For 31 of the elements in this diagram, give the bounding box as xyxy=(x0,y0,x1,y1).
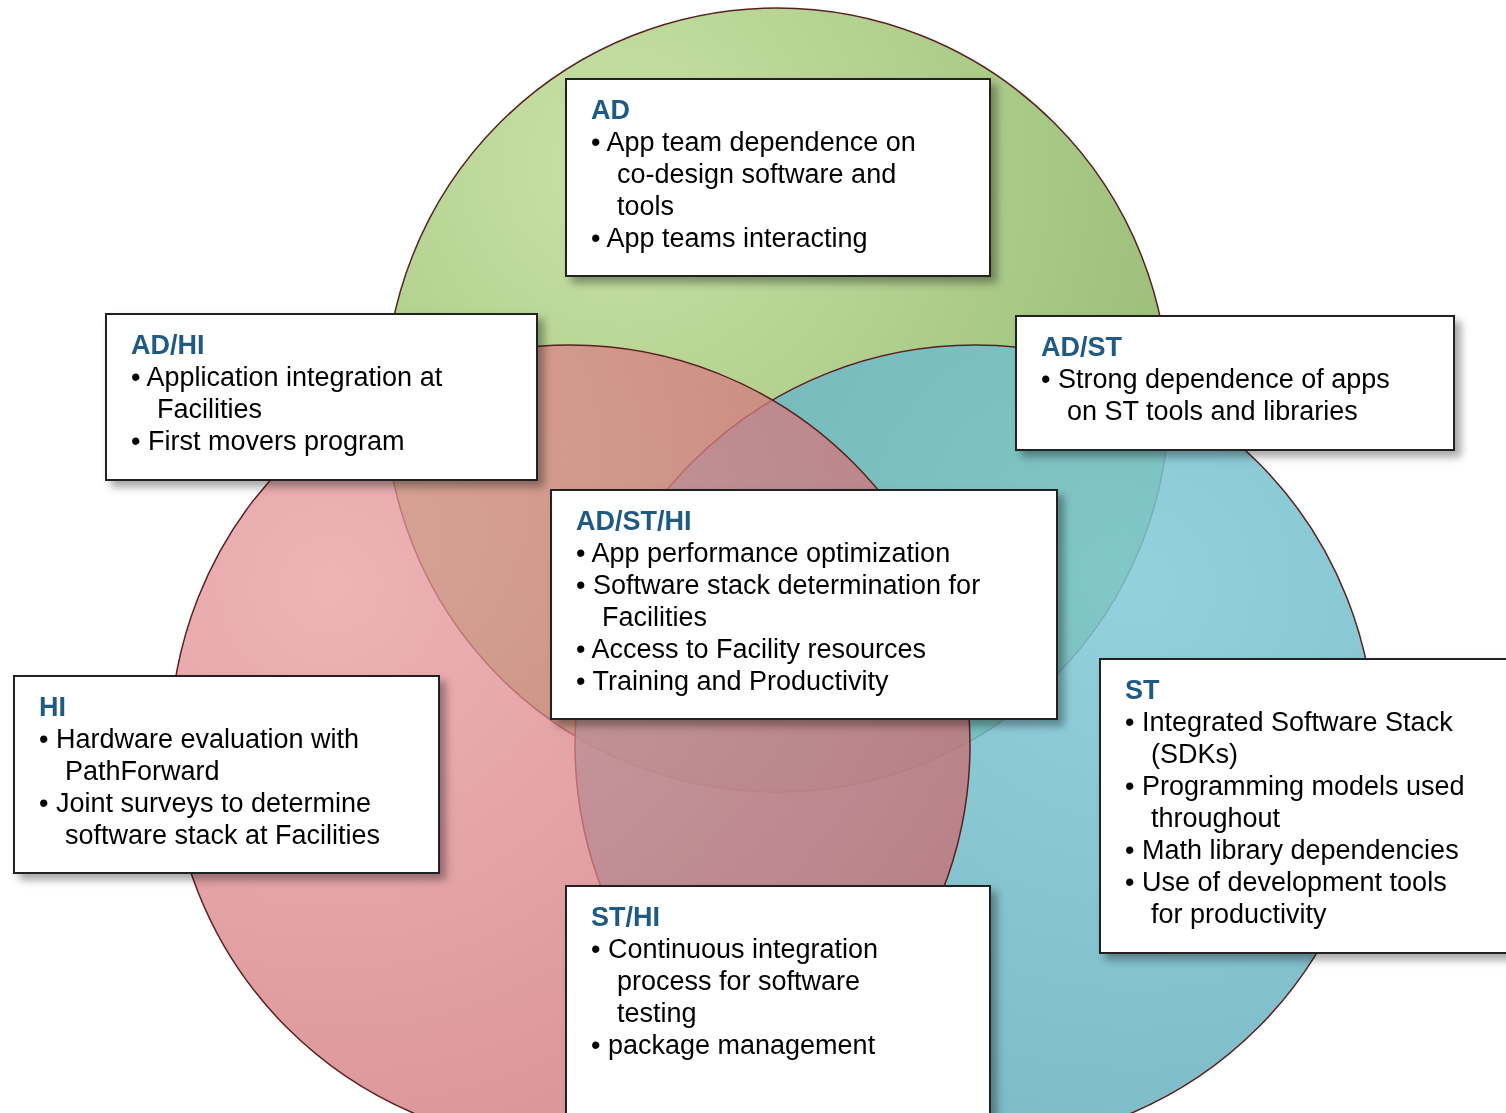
bullet-item: • Integrated Software Stack (SDKs) xyxy=(1125,706,1454,770)
bullet-item: • Software stack determination for Facilities xyxy=(576,569,982,633)
box-heading: AD/ST/HI xyxy=(576,505,693,537)
box-heading: HI xyxy=(39,691,67,723)
bullet-item: • Programming models used throughout xyxy=(1125,770,1466,834)
bullet-item: • First movers program xyxy=(131,425,406,457)
text-box xyxy=(1015,315,1455,451)
bullet-item: • package management xyxy=(591,1029,877,1061)
bullet-item: • Application integration at Facilities xyxy=(131,361,444,425)
text-box xyxy=(105,313,538,481)
box-heading: AD/ST xyxy=(1041,331,1123,363)
text-box xyxy=(1099,658,1506,954)
bullet-item: • Math library dependencies xyxy=(1125,834,1460,866)
box-heading: ST/HI xyxy=(591,901,661,933)
bullet-item: • Continuous integration process for software testing xyxy=(591,933,880,1029)
text-box xyxy=(565,885,991,1113)
text-box xyxy=(13,675,440,874)
box-heading: AD/HI xyxy=(131,329,206,361)
bullet-item: • Hardware evaluation with PathForward xyxy=(39,723,361,787)
text-box xyxy=(565,78,991,277)
bullet-item: • Training and Productivity xyxy=(576,665,890,697)
bullet-item: • Use of development tools for productivity xyxy=(1125,866,1448,930)
box-heading: AD xyxy=(591,94,631,126)
bullet-item: • Joint surveys to determine software stack at Facilities xyxy=(39,787,382,851)
bullet-item: • App teams interacting xyxy=(591,222,869,254)
bullet-item: • App performance optimization xyxy=(576,537,952,569)
bullet-item: • Access to Facility resources xyxy=(576,633,928,665)
bullet-item: • Strong dependence of apps on ST tools and libraries xyxy=(1041,363,1391,427)
box-heading: ST xyxy=(1125,674,1161,706)
bullet-item: • App team dependence on co-design software and tools xyxy=(591,126,917,222)
text-box xyxy=(550,489,1058,720)
